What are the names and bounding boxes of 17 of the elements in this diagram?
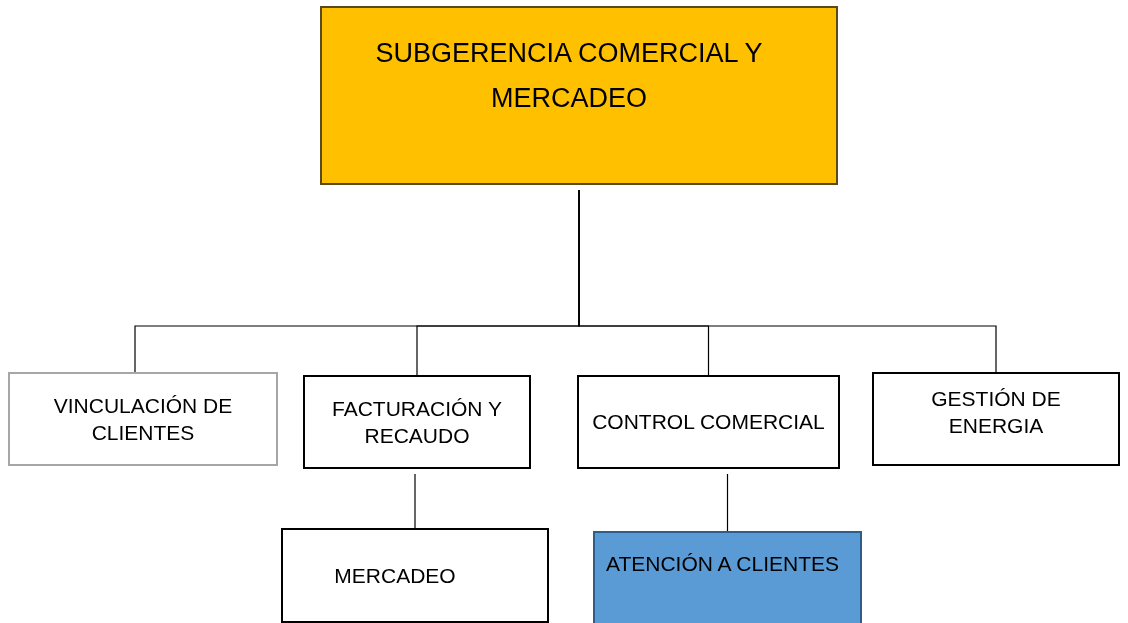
connector-line: [578, 189, 997, 373]
connector-line: [726, 473, 729, 532]
org-box: [281, 528, 549, 623]
org-box: [320, 6, 838, 185]
org-box: [8, 372, 278, 466]
connector-line: [414, 473, 416, 529]
box-label: CONTROL COMERCIAL: [592, 409, 825, 436]
box-label: FACTURACIÓN Y RECAUDO: [331, 395, 503, 449]
org-box: [577, 375, 840, 469]
box-label: GESTIÓN DE ENERGIA: [930, 385, 1062, 439]
org-box: [593, 531, 862, 623]
box-label: VINCULACIÓN DE CLIENTES: [52, 392, 234, 446]
box-label: MERCADEO: [334, 562, 456, 589]
box-label: ATENCIÓN A CLIENTES: [606, 550, 839, 577]
org-box: [872, 372, 1120, 466]
box-label: SUBGERENCIA COMERCIAL Y MERCADEO: [374, 36, 764, 115]
org-box: [303, 375, 531, 469]
